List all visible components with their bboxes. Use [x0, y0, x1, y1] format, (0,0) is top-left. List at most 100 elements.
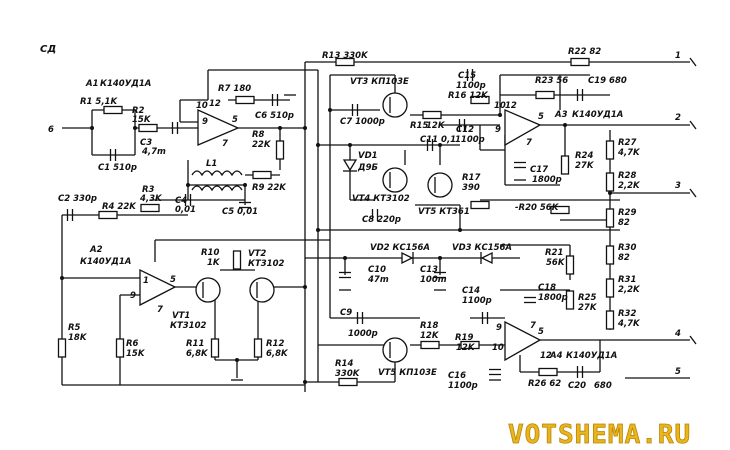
svg-text:0,01: 0,01 — [175, 205, 196, 215]
svg-text:R26 62: R26 62 — [528, 379, 561, 389]
svg-text:C8 220p: C8 220p — [362, 215, 401, 225]
svg-text:VD2 КС156А: VD2 КС156А — [370, 243, 430, 253]
svg-text:VT5 КТ361: VT5 КТ361 — [418, 207, 470, 217]
svg-text:R23 56: R23 56 — [535, 76, 568, 86]
terminal-6: 6 — [48, 125, 54, 135]
svg-text:10: 10 — [492, 343, 504, 353]
svg-text:330K: 330K — [335, 369, 361, 379]
svg-text:VT1: VT1 — [172, 311, 190, 321]
svg-text:6,8K: 6,8K — [186, 349, 209, 359]
svg-text:9: 9 — [496, 323, 502, 333]
svg-text:R25: R25 — [578, 293, 596, 303]
svg-text:R31: R31 — [618, 275, 636, 285]
terminal-1: 1 — [675, 51, 681, 61]
svg-text:КТ3102: КТ3102 — [248, 259, 284, 269]
svg-text:12K: 12K — [420, 331, 440, 341]
svg-text:C5 0,01: C5 0,01 — [222, 207, 258, 217]
junctions — [60, 108, 612, 384]
svg-text:R27: R27 — [618, 138, 636, 148]
svg-text:К140УД1А: К140УД1А — [572, 110, 623, 120]
svg-text:R21: R21 — [545, 248, 563, 258]
svg-text:VD1: VD1 — [358, 151, 378, 161]
opamp-a4: 9 10 12 5 7 A4 К140УД1А — [492, 320, 617, 362]
svg-text:R2: R2 — [132, 106, 145, 116]
svg-text:9: 9 — [202, 117, 208, 127]
svg-text:4,7K: 4,7K — [617, 319, 641, 329]
svg-text:A3: A3 — [554, 110, 568, 120]
svg-text:1100p: 1100p — [456, 81, 486, 91]
watermark-logo: VOTSHEMA.RU — [508, 420, 691, 450]
svg-text:R13 330K: R13 330K — [322, 51, 369, 61]
svg-text:56K: 56K — [546, 258, 566, 268]
svg-text:R15: R15 — [410, 121, 428, 131]
terminal-3: 3 — [675, 181, 681, 191]
svg-text:5: 5 — [232, 115, 238, 125]
svg-text:18K: 18K — [68, 333, 88, 343]
svg-text:VT5 КП103Е: VT5 КП103Е — [378, 368, 437, 378]
svg-text:C13: C13 — [420, 265, 438, 275]
svg-text:A1: A1 — [85, 79, 99, 89]
svg-text:R19: R19 — [455, 333, 473, 343]
schematic-title: СД — [40, 44, 56, 55]
terminals: СД 6 1 2 3 4 5 — [40, 44, 697, 377]
svg-text:390: 390 — [462, 183, 480, 193]
svg-text:C19 680: C19 680 — [588, 76, 627, 86]
terminal-5: 5 — [675, 367, 681, 377]
svg-text:10: 10 — [196, 101, 208, 111]
svg-text:C4: C4 — [175, 196, 187, 206]
svg-text:2,2K: 2,2K — [618, 181, 641, 191]
svg-text:R28: R28 — [618, 171, 636, 181]
svg-text:4,3K: 4,3K — [139, 194, 163, 204]
svg-text:6,8K: 6,8K — [266, 349, 289, 359]
capacitors: C1 510p C2 330p C34,7m C40,01 C5 0,01 C6… — [58, 68, 627, 391]
svg-text:VD3 КС156А: VD3 КС156А — [452, 243, 512, 253]
svg-text:C17: C17 — [530, 165, 548, 175]
svg-text:КТ3102: КТ3102 — [170, 321, 206, 331]
svg-text:4,7K: 4,7K — [617, 148, 641, 158]
svg-text:R7 180: R7 180 — [218, 84, 251, 94]
svg-text:R3: R3 — [142, 185, 155, 195]
svg-text:К140УД1А: К140УД1А — [80, 257, 131, 267]
svg-text:C7 1000p: C7 1000p — [340, 117, 385, 127]
svg-text:R12: R12 — [266, 339, 284, 349]
opamp-a2: 1 9 5 7 A2 К140УД1А — [80, 245, 177, 315]
svg-text:R30: R30 — [618, 243, 636, 253]
r1-label: R1 5,1K — [80, 97, 118, 107]
svg-text:47m: 47m — [367, 275, 389, 285]
svg-text:R14: R14 — [335, 359, 353, 369]
svg-text:К140УД1А: К140УД1А — [566, 351, 617, 361]
svg-text:1100p: 1100p — [455, 135, 485, 145]
opamp-a3: 10 12 9 5 7 A3 К140УД1А — [494, 101, 623, 148]
svg-text:22K: 22K — [252, 140, 272, 150]
terminal-4: 4 — [674, 329, 681, 339]
svg-text:27K: 27K — [578, 303, 598, 313]
svg-text:Д9Б: Д9Б — [357, 163, 378, 173]
svg-text:82: 82 — [618, 253, 630, 263]
svg-text:7: 7 — [526, 138, 532, 148]
svg-text:680: 680 — [594, 381, 612, 391]
svg-text:C11 0,1: C11 0,1 — [420, 135, 456, 145]
svg-text:C6 510p: C6 510p — [255, 111, 294, 121]
svg-text:12: 12 — [209, 99, 221, 109]
svg-text:100m: 100m — [420, 275, 447, 285]
svg-text:C2 330p: C2 330p — [58, 194, 97, 204]
inductor-l1: L1 — [191, 159, 243, 192]
svg-text:1800p: 1800p — [532, 175, 562, 185]
svg-text:C16: C16 — [448, 371, 466, 381]
svg-text:R16 12K: R16 12K — [448, 91, 489, 101]
svg-text:C1 510p: C1 510p — [98, 163, 137, 173]
svg-text:C3: C3 — [140, 138, 152, 148]
svg-text:C12: C12 — [456, 125, 474, 135]
svg-text:VT2: VT2 — [248, 249, 266, 259]
svg-text:R22 82: R22 82 — [568, 47, 601, 57]
svg-text:7: 7 — [157, 305, 163, 315]
svg-text:82: 82 — [618, 218, 630, 228]
opamp-a1: 9 10 12 5 7 A1 К140УД1А — [85, 79, 240, 149]
svg-text:R11: R11 — [186, 339, 204, 349]
svg-text:1000p: 1000p — [348, 329, 378, 339]
svg-text:C14: C14 — [462, 286, 480, 296]
